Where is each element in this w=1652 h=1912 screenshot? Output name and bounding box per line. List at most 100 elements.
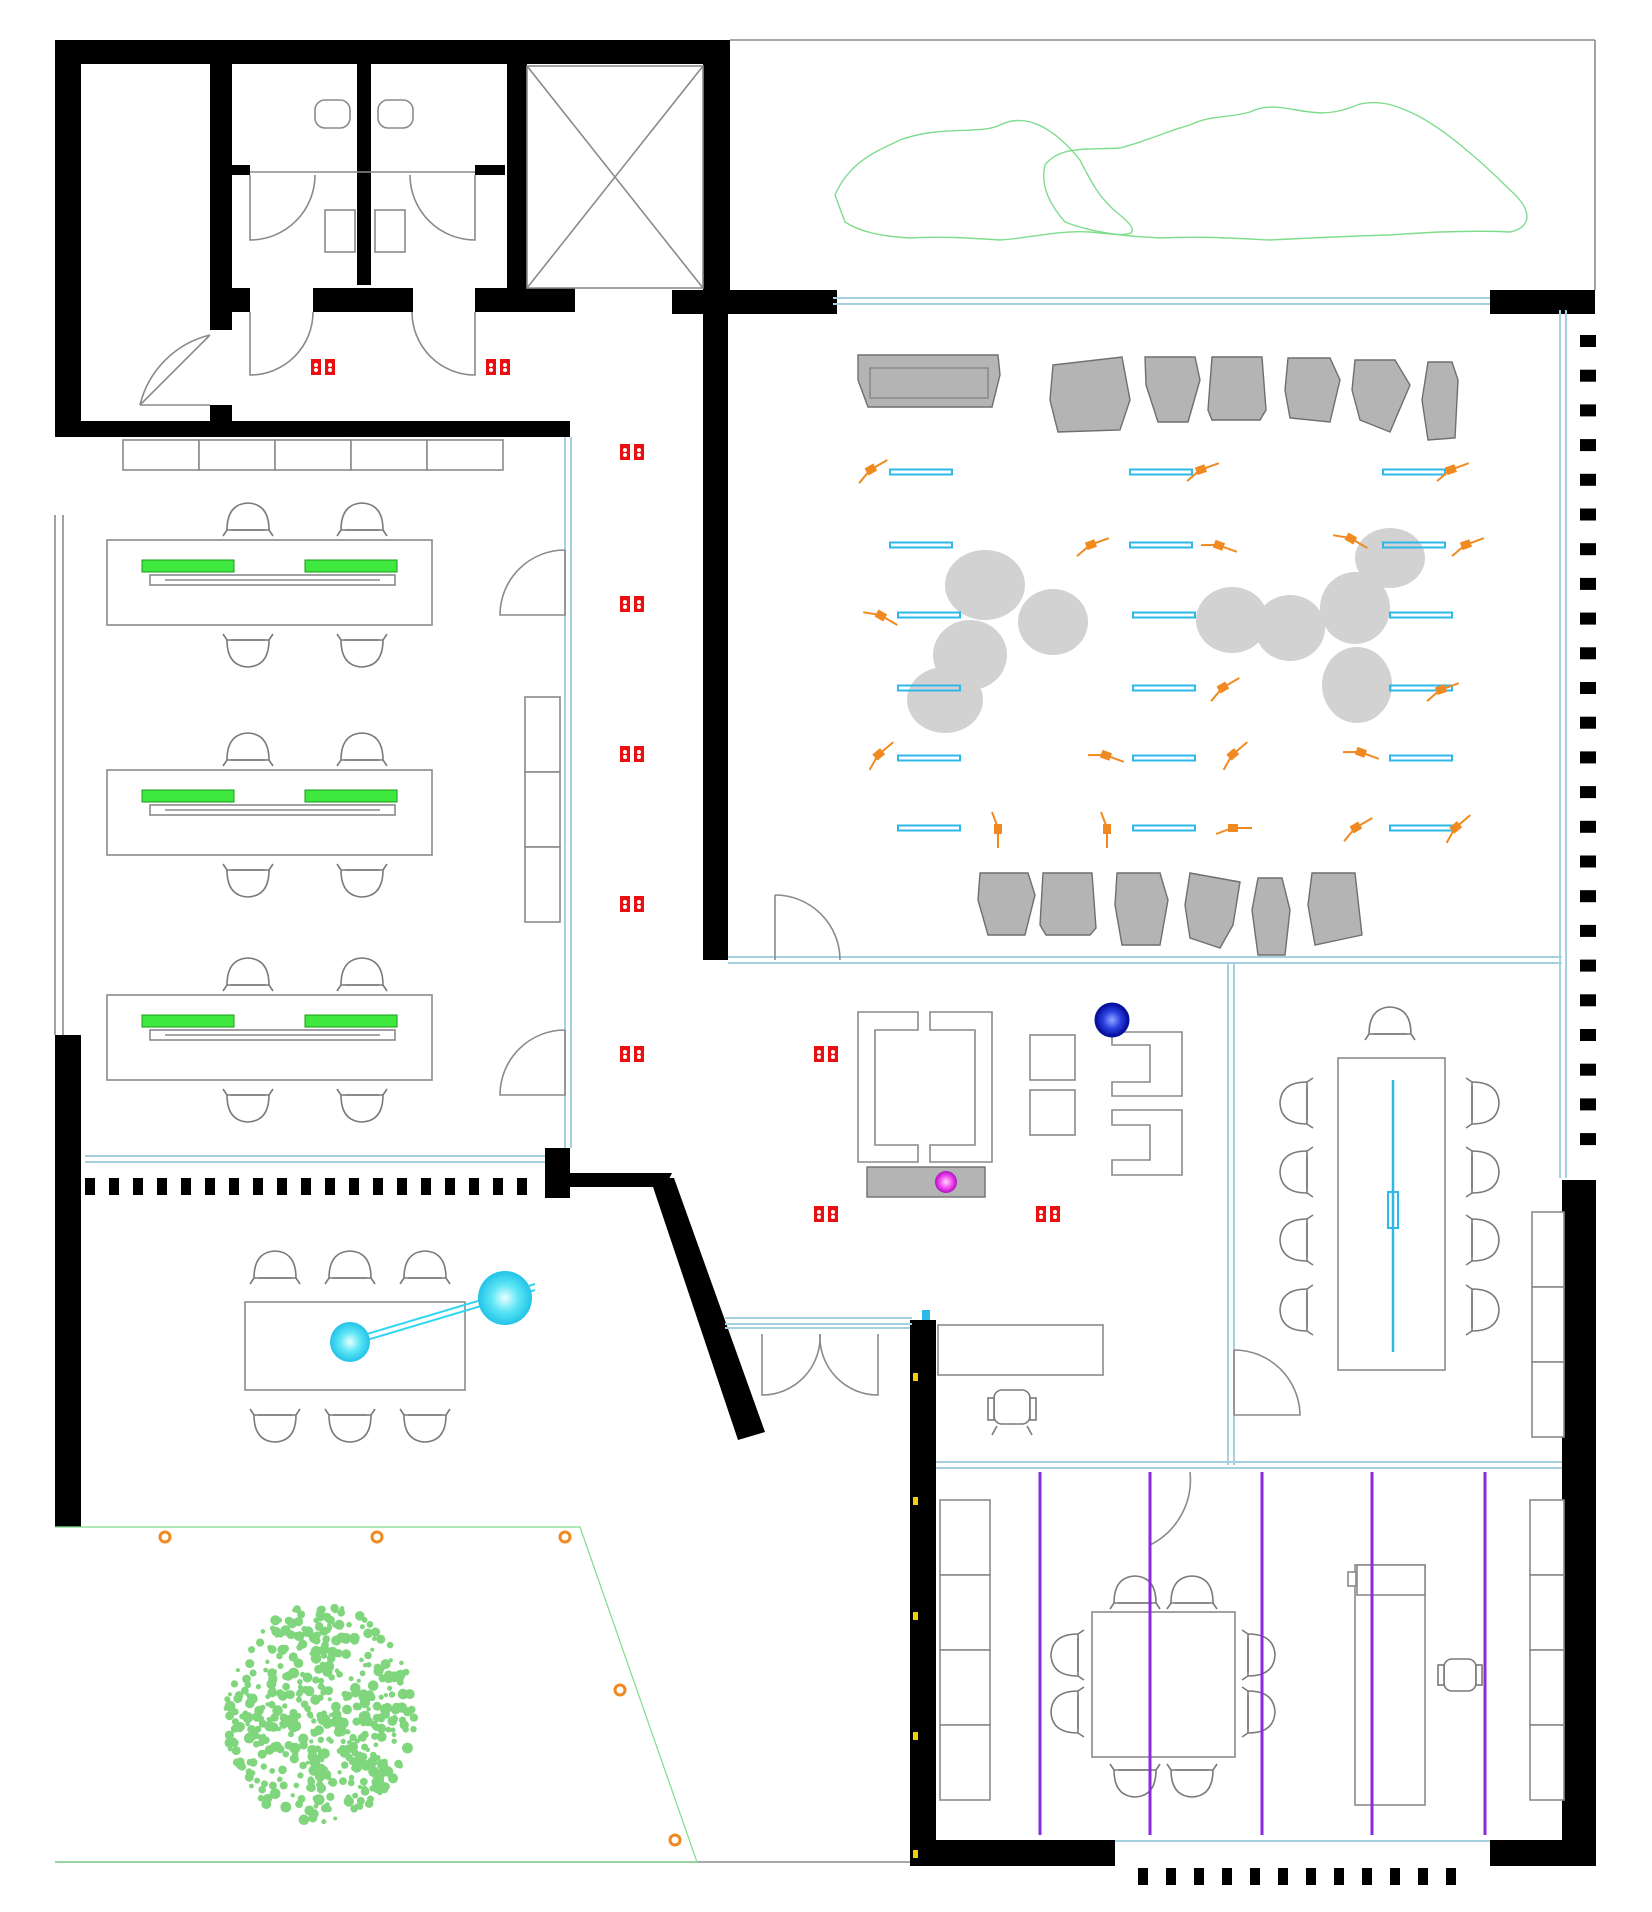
lounge-chair-icon <box>1114 872 1169 946</box>
workspace-facade-columns <box>85 1178 527 1195</box>
garden-light-icon <box>668 1833 682 1847</box>
office-chair-icon <box>222 1088 274 1123</box>
reading-lamp-icon <box>1341 741 1382 766</box>
reception-lounge <box>857 1002 1183 1198</box>
lounge-chair-icon <box>977 872 1036 936</box>
bench-light-icon <box>1132 684 1196 692</box>
power-outlet-icon <box>620 746 644 762</box>
bench-light-icon <box>1389 824 1453 832</box>
office-chair-icon <box>336 502 388 537</box>
dining-chair-icon <box>249 1408 301 1443</box>
storage-cabinets <box>122 439 504 471</box>
reading-lamp-icon <box>853 455 892 485</box>
office-chair-icon <box>1364 1006 1416 1041</box>
task-chair-icon <box>987 1389 1037 1436</box>
lounge-chair-icon <box>1421 361 1459 441</box>
bench-light-icon <box>1132 754 1196 762</box>
garden-light-icon <box>613 1683 627 1697</box>
reading-lamp-icon <box>1447 533 1487 558</box>
pendant-light-icon <box>330 1322 370 1362</box>
ceiling-light-icon <box>1094 1002 1130 1038</box>
tree-icon <box>223 1603 419 1826</box>
hedge-icon <box>834 119 1134 241</box>
sofa-icon <box>929 1011 993 1163</box>
roof-garden <box>834 101 1528 241</box>
power-outlet-icon <box>814 1206 838 1222</box>
office-chair-icon <box>1109 1575 1161 1610</box>
office-chair-icon <box>1241 1686 1276 1738</box>
office-chair-icon <box>222 502 274 537</box>
reading-lamp-icon <box>991 811 1003 849</box>
wc-icon <box>314 99 351 129</box>
reading-lamp-icon <box>1086 744 1127 769</box>
office-chair-icon <box>336 633 388 668</box>
kitchen-dining <box>244 1250 536 1443</box>
open-workspace <box>106 439 566 1123</box>
bench-light-icon <box>1132 824 1196 832</box>
private-offices <box>913 1373 1565 1858</box>
hedge-icon <box>1043 101 1528 241</box>
office-chair-icon <box>1166 1575 1218 1610</box>
wc-icon <box>377 99 414 129</box>
power-outlet-icon <box>620 896 644 912</box>
bench-light-icon <box>1132 611 1196 619</box>
lounge-chair-icon <box>1184 872 1241 949</box>
reading-lamp-icon <box>1216 738 1253 771</box>
office-chair-icon <box>222 732 274 767</box>
dining-chair-icon <box>249 1250 301 1285</box>
conference-table-icon <box>1337 1057 1446 1371</box>
office-chair-icon <box>1465 1214 1500 1266</box>
bench-light-icon <box>1129 541 1193 549</box>
power-outlet-icon <box>1036 1206 1060 1222</box>
entry-doors <box>725 1310 930 1396</box>
glass-partitions <box>54 39 1596 1863</box>
reading-lamp-icon <box>1439 811 1476 844</box>
office-chair-icon <box>222 863 274 898</box>
power-outlet-icon <box>311 359 335 375</box>
bench-light-icon <box>897 824 961 832</box>
bench-light-icon <box>1382 468 1446 476</box>
reading-lamp-icon <box>1205 673 1244 703</box>
lounge-chair-icon <box>1039 872 1097 936</box>
office-chair-icon <box>336 732 388 767</box>
side-storage <box>524 696 561 923</box>
lounge-chair-icon <box>1049 356 1131 433</box>
lounge-chair-icon <box>1251 877 1291 956</box>
armchair-icon <box>1111 1031 1183 1097</box>
dining-chair-icon <box>324 1250 376 1285</box>
office-chair-icon <box>222 633 274 668</box>
lounge-chair-icon <box>1307 872 1363 946</box>
reception-desk <box>937 1324 1104 1436</box>
garden-light-icon <box>370 1530 384 1544</box>
office-chair-icon <box>336 1088 388 1123</box>
power-outlet-icon <box>486 359 510 375</box>
office-chair-icon <box>1241 1629 1276 1681</box>
office-chair-icon <box>1279 1146 1314 1198</box>
task-chair-icon <box>1437 1658 1483 1692</box>
bench-light-icon <box>1389 754 1453 762</box>
office-chair-icon <box>1050 1629 1085 1681</box>
office-chair-icon <box>1465 1077 1500 1129</box>
office-facade-columns <box>1138 1868 1456 1885</box>
terrace <box>55 1526 698 1863</box>
reading-lamp-icon <box>1072 533 1112 558</box>
sofa-icon <box>857 354 1001 408</box>
reading-lamp-icon <box>1100 811 1112 849</box>
power-outlet-icon <box>620 444 644 460</box>
power-outlet-icon <box>814 1046 838 1062</box>
lounge-chair-icon <box>1144 356 1201 423</box>
pendant-light-icon <box>478 1271 532 1325</box>
sofa-icon <box>857 1011 919 1163</box>
office-chair-icon <box>1109 1763 1161 1798</box>
restrooms <box>139 99 476 406</box>
lounge-chair-icon <box>1207 356 1267 421</box>
office-chair-icon <box>1279 1077 1314 1129</box>
ceiling-light-icon <box>935 1171 957 1193</box>
dining-chair-icon <box>399 1408 451 1443</box>
sink-icon <box>324 209 356 253</box>
lounge-chair-icon <box>1284 357 1341 423</box>
bench-light-icon <box>1389 611 1453 619</box>
armchair-icon <box>1111 1109 1183 1176</box>
desk-cluster-icon <box>106 502 433 1123</box>
